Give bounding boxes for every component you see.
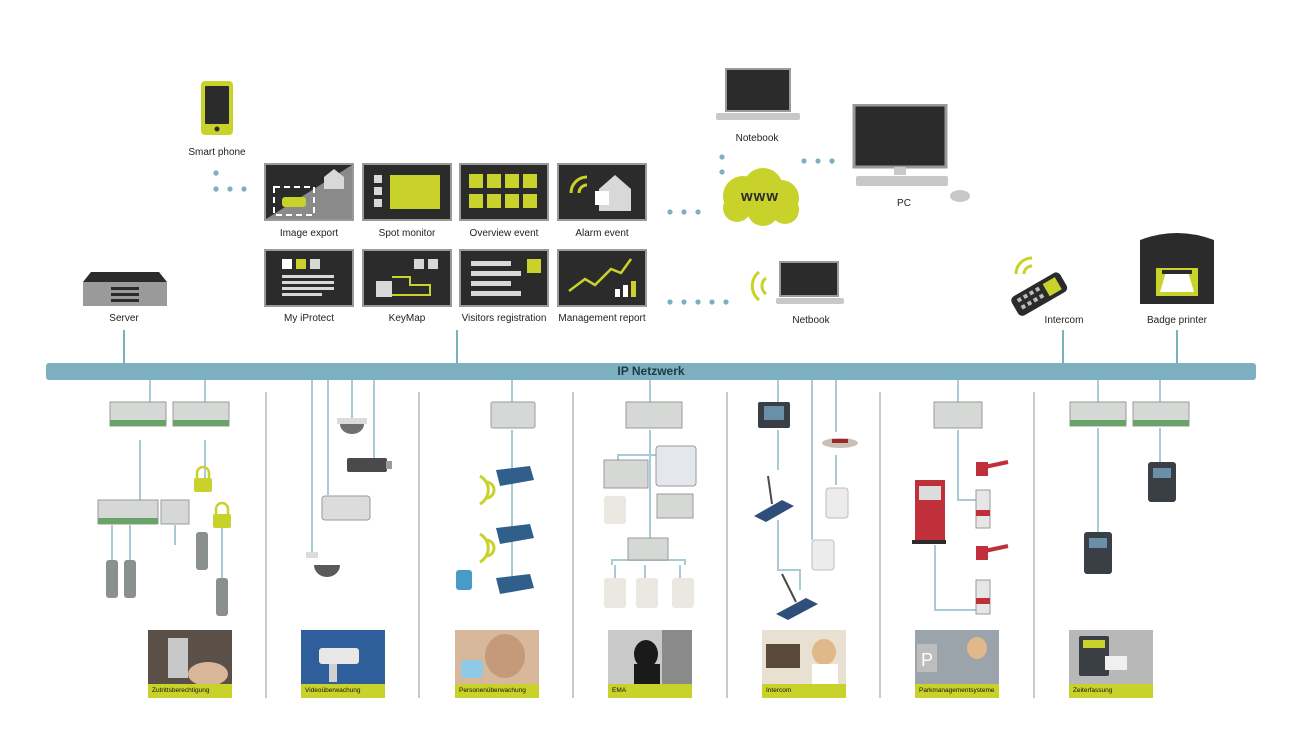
column-divider [265, 392, 267, 698]
subsystem-caption: Personenüberwachung [455, 684, 539, 698]
server-label: Server [109, 313, 139, 324]
module-tile-management-report[interactable] [557, 249, 647, 307]
module-label: Overview event [469, 228, 539, 239]
module-tile-keymap[interactable] [362, 249, 452, 307]
module-tile-overview-event[interactable] [459, 163, 549, 221]
notebook-label: Notebook [735, 133, 779, 144]
subsystem-photo-access: Zutrittsberechtigung [148, 630, 232, 698]
intercom-handheld-icon [1011, 256, 1068, 316]
parking-terminal-icon [912, 401, 1009, 615]
column-divider [726, 392, 728, 698]
module-label: Management report [558, 313, 646, 324]
management-report-icon [568, 258, 636, 297]
notebook-icon [716, 68, 800, 120]
column-divider [879, 392, 881, 698]
column-divider [1033, 392, 1035, 698]
alarm-event-icon [569, 175, 631, 211]
subsystem-photo-person: Personenüberwachung [455, 630, 539, 698]
smartphone-icon [201, 81, 233, 135]
badge-printer-label: Badge printer [1146, 315, 1208, 326]
intercom-station-icon [754, 402, 858, 620]
subsystem-photo-time: Zeiterfassung [1069, 630, 1153, 698]
column-divider [418, 392, 420, 698]
ip-network-label: IP Netzwerk [617, 364, 685, 378]
netbook-icon [750, 261, 844, 304]
module-tile-image-export[interactable] [264, 163, 354, 221]
www-cloud-icon [723, 168, 799, 226]
smartphone-label: Smart phone [188, 147, 246, 158]
subsystem-caption: EMA [608, 684, 692, 698]
spot-monitor-icon [374, 175, 440, 209]
netbook-label: Netbook [792, 315, 830, 326]
module-label: Visitors registration [461, 313, 547, 324]
subsystem-caption: Parkmanagementsysteme [915, 684, 999, 698]
server-icon [83, 272, 167, 306]
access-controller-icon [97, 401, 230, 525]
subsystem-photo-parking: P Parkmanagementsysteme [915, 630, 999, 698]
visitors-registration-icon [471, 259, 541, 296]
badge-printer-icon [1140, 233, 1214, 304]
alarm-panel-icon [603, 401, 697, 608]
module-label: KeyMap [388, 313, 426, 324]
overview-event-icon [469, 174, 537, 208]
column-divider [572, 392, 574, 698]
transmitter-icon [456, 401, 536, 594]
module-label: Image export [279, 228, 339, 239]
subsystem-caption: Zutrittsberechtigung [148, 684, 232, 698]
my-iprotect-icon [282, 259, 334, 296]
subsystem-caption: Zeiterfassung [1069, 684, 1153, 698]
module-label: My iProtect [283, 313, 335, 324]
keymap-icon [376, 259, 438, 297]
module-tile-alarm-event[interactable] [557, 163, 647, 221]
subsystem-caption: Intercom [762, 684, 846, 698]
module-tile-visitors-registration[interactable] [459, 249, 549, 307]
module-label: Spot monitor [378, 228, 436, 239]
module-tile-my-iprotect[interactable] [264, 249, 354, 307]
time-terminal-icon [1069, 401, 1190, 574]
pc-label: PC [897, 198, 911, 209]
camera-icon [306, 418, 392, 577]
www-label: www [740, 188, 779, 205]
lock-icon [194, 465, 231, 528]
module-label: Alarm event [575, 228, 629, 239]
subsystem-photo-video: Videoüberwachung [301, 630, 385, 698]
subsystem-photo-ema: EMA [608, 630, 692, 698]
subsystem-photo-intercom: Intercom [762, 630, 846, 698]
subsystem-caption: Videoüberwachung [301, 684, 385, 698]
intercom-label: Intercom [1044, 315, 1084, 326]
ip-network-bar: IP Netzwerk [46, 363, 1256, 380]
pc-icon [852, 104, 970, 202]
image-export-icon [266, 165, 352, 219]
module-tile-spot-monitor[interactable] [362, 163, 452, 221]
svg-text:P: P [921, 650, 933, 670]
card-reader-icon [106, 532, 228, 616]
